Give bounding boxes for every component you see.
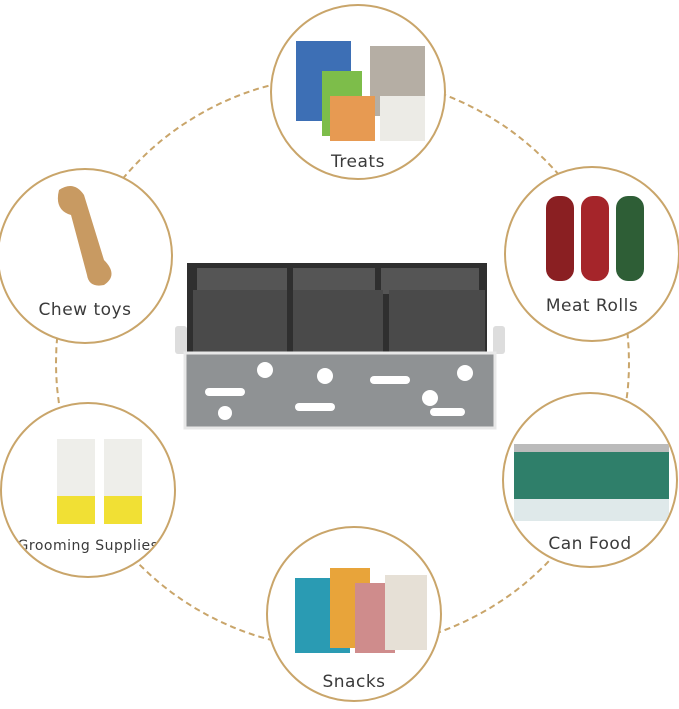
category-label: Meat Rolls	[545, 296, 639, 316]
meat-rolls-image	[546, 196, 644, 281]
category-can-food: Can Food	[502, 392, 678, 568]
category-label: Can Food	[548, 534, 632, 554]
category-label: Snacks	[322, 672, 386, 692]
category-chew-toys: Chew toys	[0, 168, 173, 344]
category-meat-rolls: Meat Rolls	[504, 166, 679, 342]
category-treats: Treats	[270, 4, 446, 180]
category-snacks: Snacks	[266, 526, 442, 702]
snacks-image	[295, 568, 427, 653]
organizer-box-image	[175, 263, 505, 430]
can-food-image	[514, 444, 669, 521]
chew-toy-image	[57, 186, 112, 286]
grooming-wipes-image	[57, 439, 142, 524]
category-grooming-supplies: Grooming Supplies	[0, 402, 176, 578]
category-label: Treats	[331, 152, 385, 172]
category-label: Grooming Supplies	[17, 538, 159, 554]
category-label: Chew toys	[38, 300, 132, 320]
treats-image	[296, 41, 425, 141]
